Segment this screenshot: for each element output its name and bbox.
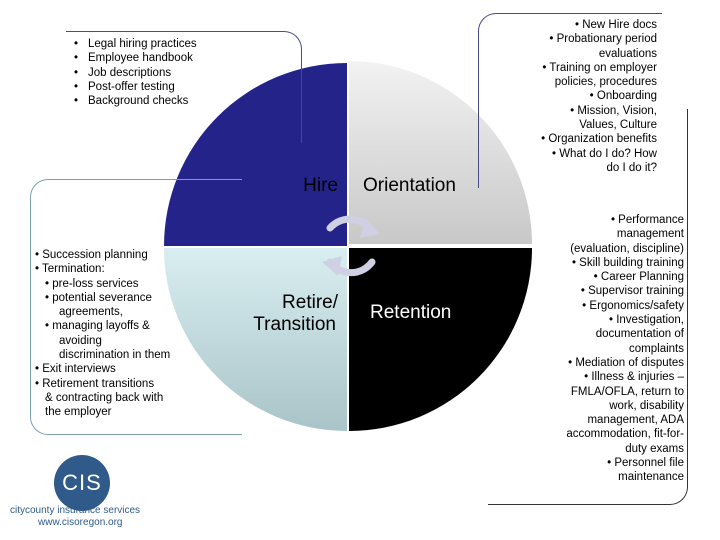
- retire-label-line1: Retire/: [282, 292, 339, 313]
- cis-logo-url: www.cisoregon.org: [38, 517, 123, 528]
- list-item: Background checks: [74, 94, 293, 108]
- list-item: Values, Culture: [579, 119, 657, 132]
- list-item: • Probationary period: [549, 33, 657, 46]
- list-item: • managing layoffs &: [45, 320, 150, 333]
- list-item: work, disability: [609, 399, 684, 412]
- orientation-label: Orientation: [363, 175, 456, 196]
- list-item: • Mediation of disputes: [568, 356, 684, 369]
- list-item: • Succession planning: [35, 249, 148, 261]
- list-item: Legal hiring practices: [74, 37, 293, 51]
- list-item: documentation of: [595, 328, 684, 341]
- list-item: the employer: [45, 406, 112, 419]
- retention-label: Retention: [370, 302, 451, 323]
- list-item: & contracting back with: [45, 391, 164, 404]
- list-item: • Investigation,: [609, 314, 684, 327]
- list-item: • potential severance: [45, 291, 152, 304]
- list-item: policies, procedures: [554, 76, 657, 89]
- list-item: duty exams: [625, 442, 684, 455]
- list-item: • What do I do? How: [551, 147, 657, 160]
- list-item: • Retirement transitions: [35, 377, 155, 390]
- list-item: Job descriptions: [74, 66, 293, 80]
- retire-label-line2: Transition: [253, 314, 336, 335]
- list-item: • Illness & injuries –: [584, 371, 684, 384]
- retention-callout: • Performance management (evaluation, di…: [488, 109, 688, 505]
- list-item: evaluations: [598, 47, 657, 60]
- orientation-callout: • New Hire docs • Probationary period ev…: [478, 13, 662, 188]
- retention-quadrant: [349, 248, 532, 431]
- list-item: • Training on employer: [542, 61, 657, 74]
- list-item: • Ergonomics/safety: [582, 299, 684, 312]
- cis-logo: CIS citycounty insurance services www.ci…: [10, 455, 150, 530]
- cis-logo-name: citycounty insurance services: [10, 505, 141, 516]
- list-item: do I do it?: [606, 161, 657, 174]
- list-item: • New Hire docs: [575, 19, 657, 31]
- list-item: • Termination:: [35, 263, 105, 276]
- list-item: • Personnel file: [607, 457, 684, 470]
- cis-logo-mark: CIS: [54, 455, 110, 511]
- list-item: • pre-loss services: [45, 277, 139, 290]
- retire-quadrant: [164, 248, 347, 431]
- list-item: • Supervisor training: [580, 285, 684, 298]
- hire-callout: Legal hiring practices Employee handbook…: [66, 31, 302, 143]
- list-item: • Mission, Vision,: [570, 104, 657, 117]
- orientation-quadrant: [349, 61, 532, 244]
- list-item: management: [616, 228, 684, 241]
- list-item: • Career Planning: [593, 271, 684, 284]
- list-item: (evaluation, discipline): [570, 242, 684, 255]
- list-item: • Performance: [610, 214, 684, 226]
- list-item: • Onboarding: [589, 90, 657, 103]
- list-item: Employee handbook: [74, 51, 293, 65]
- list-item: agreements,: [59, 306, 123, 319]
- list-item: discrimination in them: [59, 349, 171, 362]
- list-item: • Skill building training: [571, 256, 684, 269]
- list-item: Post-offer testing: [74, 80, 293, 94]
- hire-label: Hire: [303, 175, 338, 196]
- retire-transition-callout: • Succession planning • Termination: • p…: [30, 179, 242, 435]
- list-item: complaints: [629, 342, 684, 355]
- list-item: FMLA/OFLA, return to: [570, 385, 684, 398]
- list-item: • Exit interviews: [35, 363, 116, 376]
- list-item: • Organization benefits: [541, 133, 657, 146]
- list-item: avoiding: [59, 334, 102, 347]
- list-item: accommodation, fit-for-: [566, 428, 684, 441]
- cycle-arrows-icon: [322, 215, 380, 277]
- list-item: maintenance: [618, 471, 684, 484]
- list-item: management, ADA: [587, 414, 684, 427]
